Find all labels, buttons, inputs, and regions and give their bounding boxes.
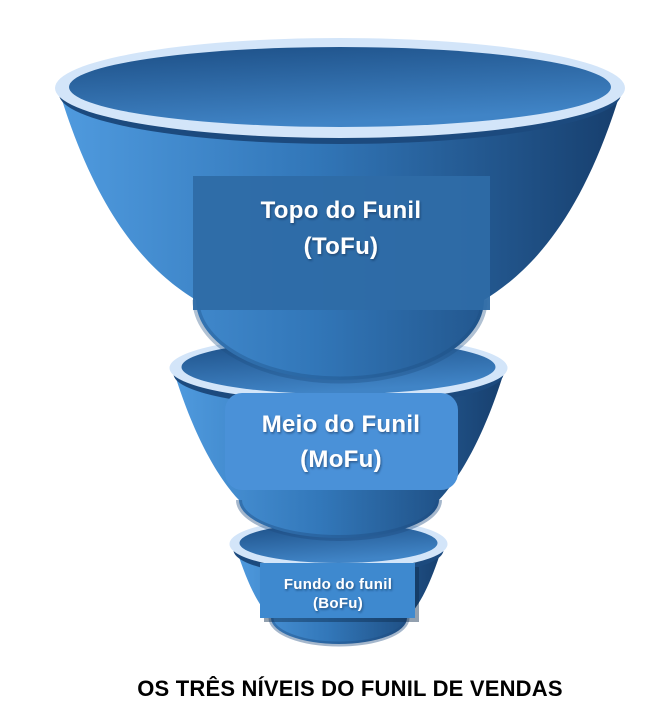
mofu-bottom-edge — [236, 499, 442, 541]
tofu-section: Topo do Funil (ToFu) — [55, 38, 625, 384]
bofu-bottom-edge — [268, 617, 410, 647]
mofu-label: Meio do Funil — [262, 411, 421, 438]
bofu-label-box — [260, 563, 415, 618]
bofu-abbr: (BoFu) — [313, 595, 363, 612]
mofu-label-box — [225, 393, 458, 490]
tofu-bottom-edge — [192, 299, 488, 384]
bofu-label: Fundo do funil — [284, 576, 392, 593]
tofu-label: Topo do Funil — [261, 197, 422, 224]
tofu-abbr: (ToFu) — [304, 233, 379, 260]
tofu-label-box — [193, 176, 490, 310]
mofu-abbr: (MoFu) — [300, 446, 382, 473]
tofu-opening — [69, 47, 611, 127]
diagram-caption: OS TRÊS NÍVEIS DO FUNIL DE VENDAS — [137, 676, 562, 701]
